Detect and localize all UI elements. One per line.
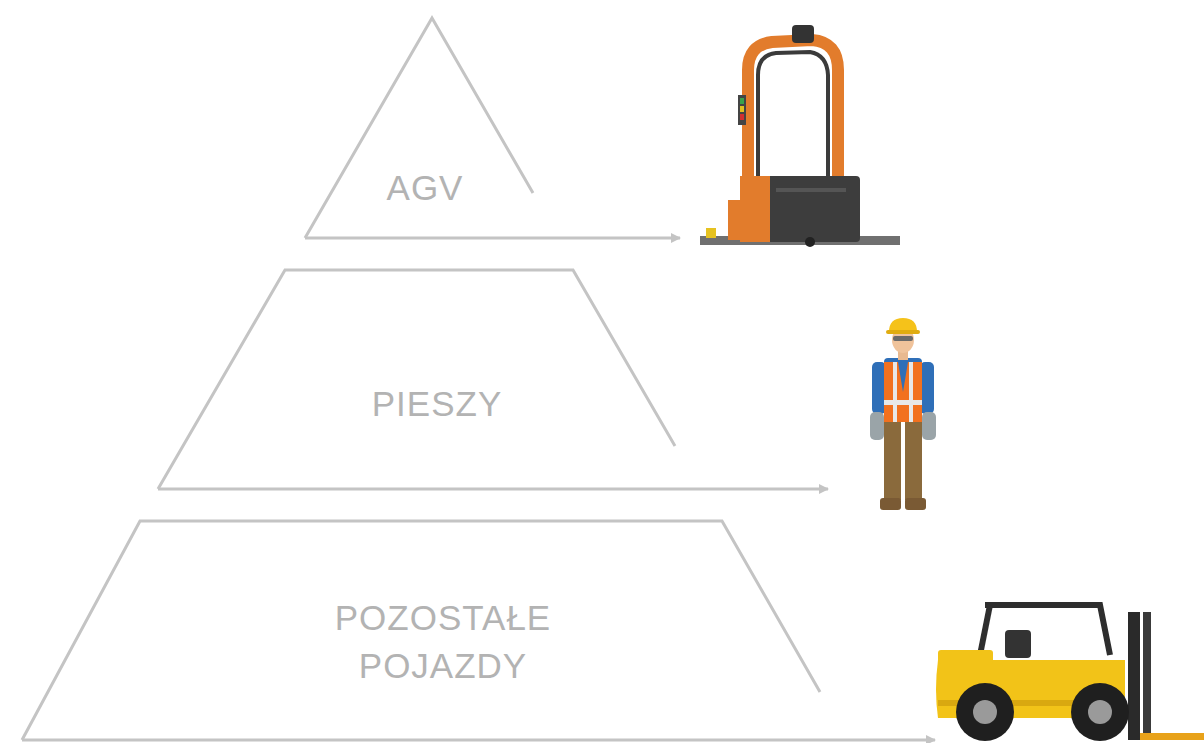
forklift-illustration xyxy=(936,605,1204,741)
base-arrow xyxy=(22,739,935,742)
pyramid-level: AGV xyxy=(300,14,540,242)
level-label: PIESZY xyxy=(307,380,567,428)
worker-illustration xyxy=(870,318,936,510)
base-arrow xyxy=(158,488,828,491)
level-outline xyxy=(300,14,540,242)
level-outline-path xyxy=(158,270,675,489)
pyramid-level: PIESZY xyxy=(150,265,680,493)
level-outline-path xyxy=(305,18,533,238)
level-outline xyxy=(150,265,680,493)
base-arrow xyxy=(305,237,680,240)
level-label: POZOSTAŁE POJAZDY xyxy=(313,594,573,690)
level-outline-path xyxy=(22,521,820,740)
level-label: AGV xyxy=(325,164,525,212)
agv-illustration xyxy=(700,25,900,247)
pyramid-level: POZOSTAŁE POJAZDY xyxy=(15,516,825,743)
